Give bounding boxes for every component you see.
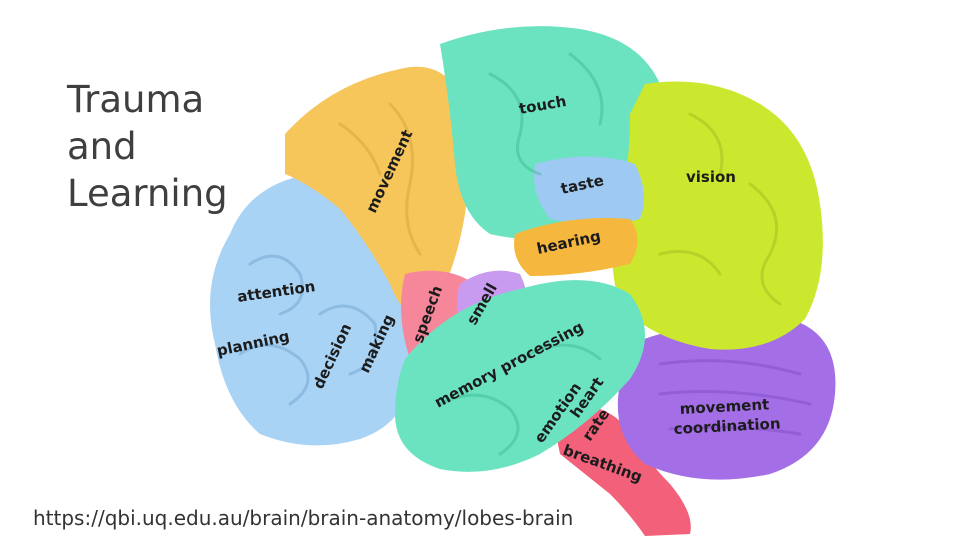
hearing-region	[514, 218, 638, 276]
brainstem-region	[550, 403, 691, 536]
label-coordination: coordination	[673, 414, 781, 438]
brain-folds	[238, 52, 812, 456]
temporal-region	[395, 280, 645, 472]
cerebellum-region	[617, 318, 836, 480]
frontal-region	[210, 174, 416, 446]
slide-title: Trauma and Learning	[67, 78, 228, 215]
label-vision: vision	[686, 168, 736, 186]
taste-region	[534, 156, 644, 224]
source-url: https://qbi.uq.edu.au/brain/brain-anatom…	[33, 506, 574, 530]
label-movement-cerebellum: movement	[679, 395, 769, 418]
motor-region	[285, 66, 469, 317]
brain-diagram: touch taste vision movement hearing atte…	[210, 26, 836, 536]
occipital-region	[612, 81, 823, 350]
